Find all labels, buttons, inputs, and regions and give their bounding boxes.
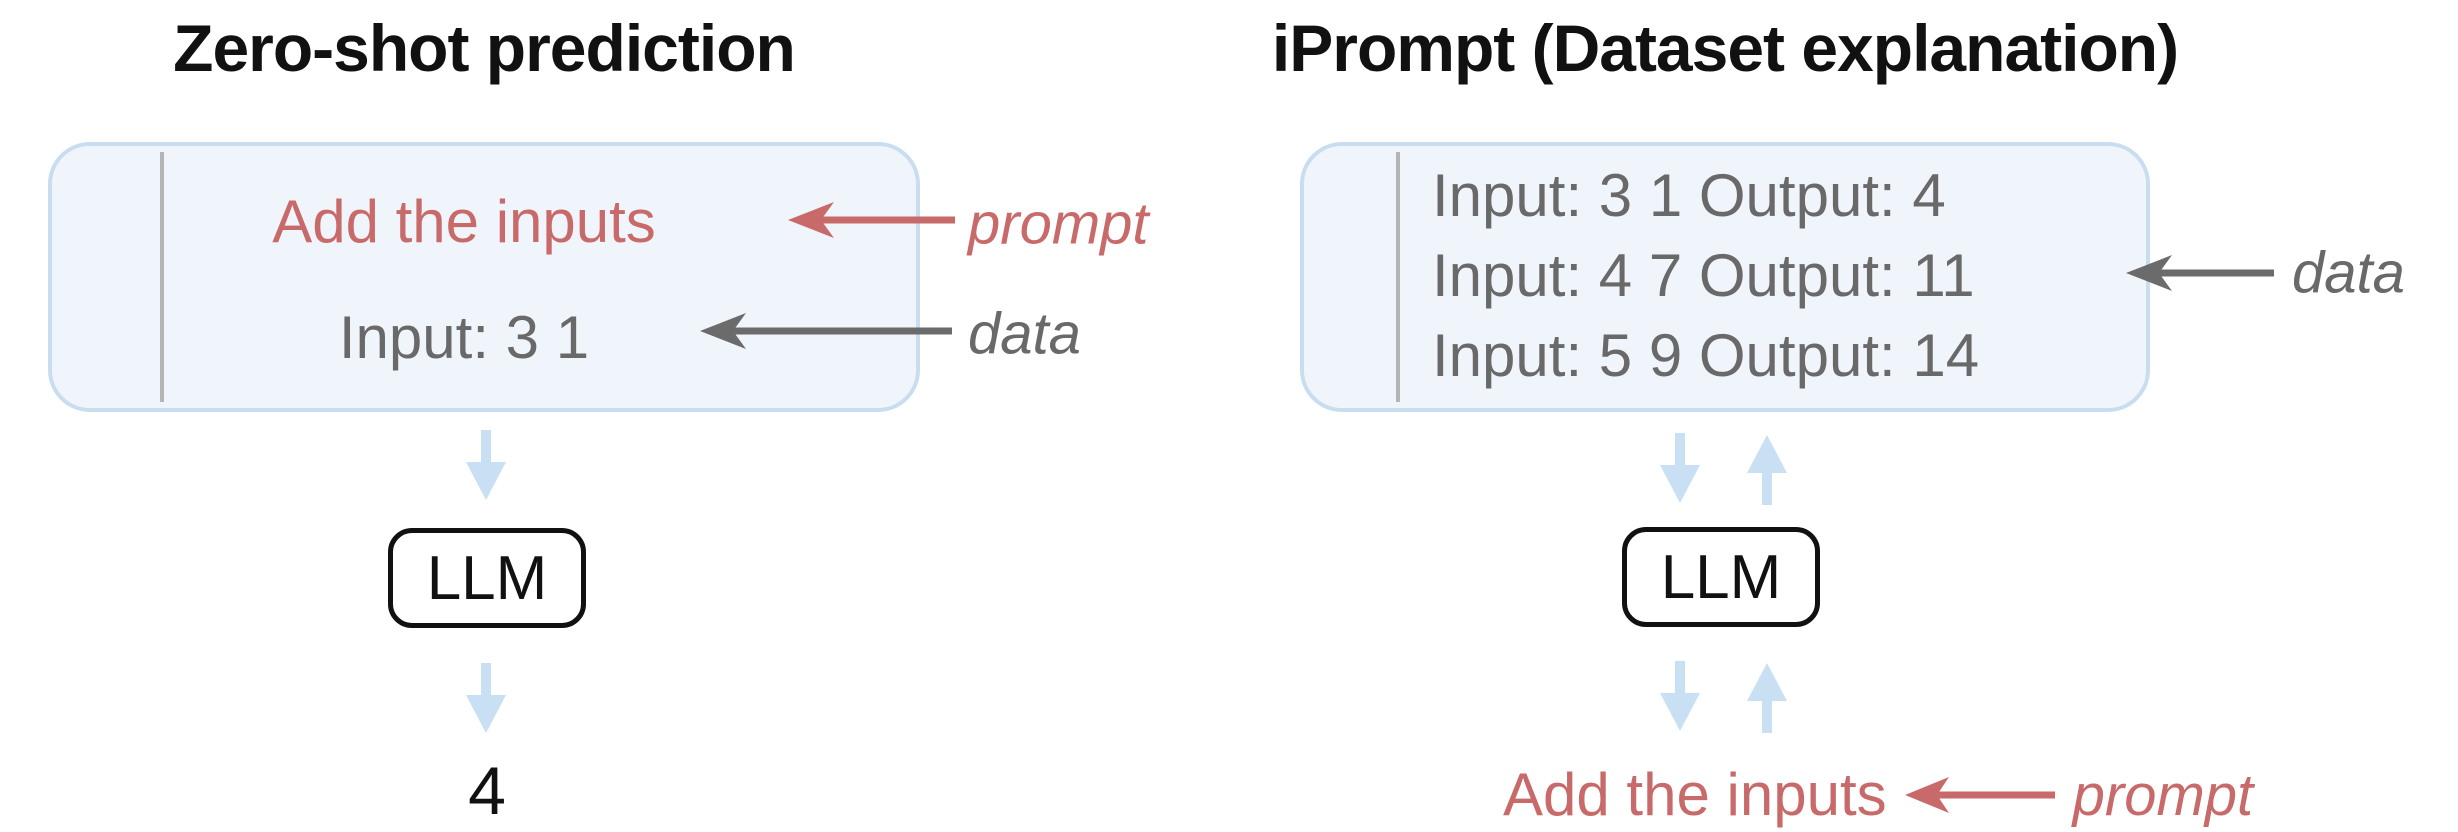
generated-prompt-row: Add the inputs prompt: [1503, 758, 2253, 832]
prompt-arrow-icon: [788, 202, 955, 238]
dataset-line: Input: 4 7 Output: 11: [1432, 242, 1975, 309]
llm-output-value: 4: [468, 753, 506, 829]
data-label: data: [968, 301, 1081, 367]
llm-box: LLM: [1622, 527, 1820, 627]
prompt-label: prompt: [2072, 762, 2254, 828]
dataset-line: Input: 3 1 Output: 4: [1432, 162, 1946, 229]
data-arrow-icon: [700, 313, 952, 349]
flow-down-arrow-icon: [466, 663, 506, 733]
right-data-box: Input: 3 1 Output: 4 Input: 4 7 Output: …: [1300, 142, 2150, 412]
left-data-text: Input: 3 1: [338, 304, 590, 371]
llm-box: LLM: [388, 528, 586, 628]
left-panel-title: Zero-shot prediction: [173, 11, 796, 85]
llm-label: LLM: [1660, 542, 1782, 612]
dataset-line: Input: 5 9 Output: 14: [1432, 322, 1980, 389]
data-label: data: [2292, 240, 2405, 306]
left-prompt-data-box: Add the inputs Input: 3 1: [48, 142, 920, 412]
flow-down-arrow-icon: [466, 430, 506, 500]
right-panel-title: iPrompt (Dataset explanation): [1271, 11, 2179, 85]
quote-bar: [1396, 152, 1400, 402]
data-arrow-icon: [2126, 255, 2274, 291]
flow-down-arrow-icon: [1660, 661, 1700, 731]
generated-prompt-text: Add the inputs: [1503, 761, 1887, 828]
prompt-arrow-icon: [1904, 777, 2055, 813]
flow-up-arrow-icon: [1747, 435, 1787, 505]
dataset-lines: Input: 3 1 Output: 4 Input: 4 7 Output: …: [1432, 156, 1979, 396]
flow-down-arrow-icon: [1660, 433, 1700, 503]
quote-bar: [160, 152, 164, 402]
prompt-label: prompt: [968, 191, 1149, 257]
left-prompt-text: Add the inputs: [272, 188, 656, 255]
llm-label: LLM: [426, 543, 548, 613]
flow-up-arrow-icon: [1747, 663, 1787, 733]
